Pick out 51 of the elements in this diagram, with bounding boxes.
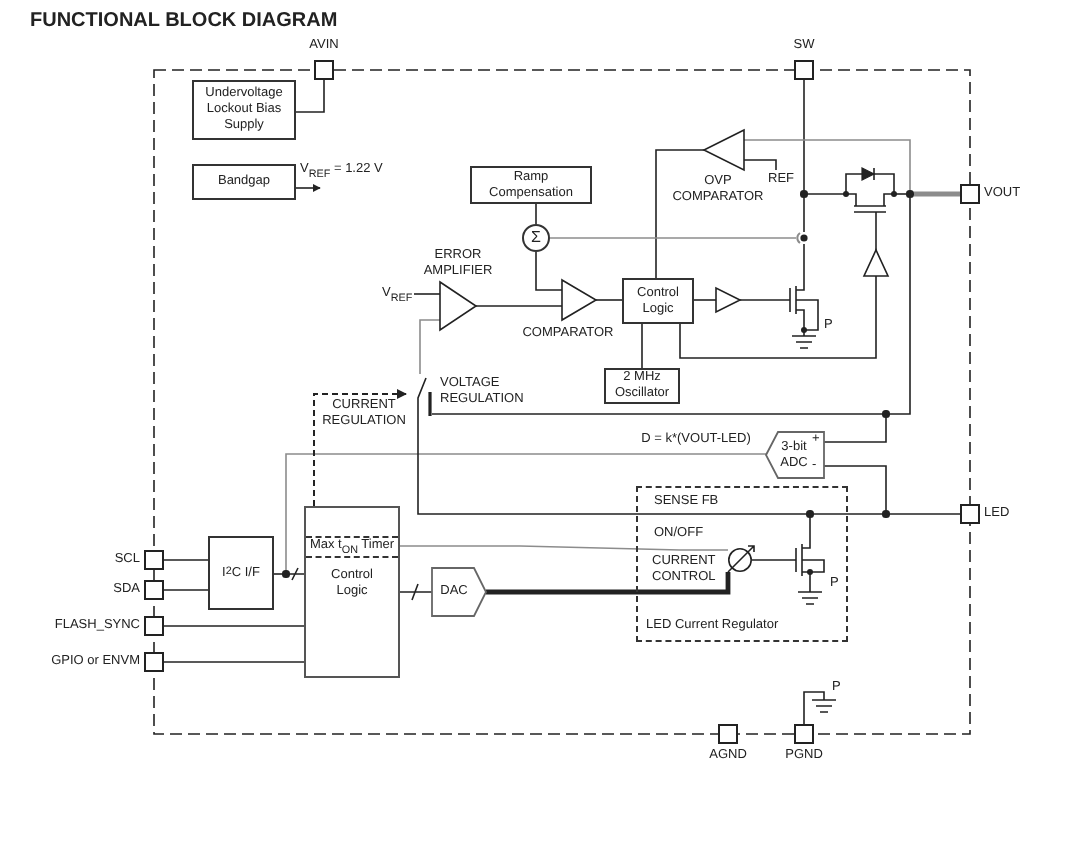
- connector: [399, 545, 729, 551]
- connector: [751, 559, 795, 561]
- connector: [823, 416, 887, 443]
- logic-block: [304, 506, 400, 678]
- connector: [739, 299, 789, 301]
- connector: [803, 196, 805, 233]
- connector: [803, 243, 805, 281]
- junction-dot: [882, 410, 890, 418]
- connector: [875, 215, 877, 251]
- connector: [399, 583, 433, 601]
- connector: [417, 417, 808, 515]
- connector: [535, 203, 537, 225]
- connector: [475, 305, 563, 307]
- connector: [806, 193, 847, 195]
- junction-dot: [282, 570, 290, 578]
- connector: [285, 453, 767, 572]
- connector: [163, 661, 305, 663]
- connector: [535, 251, 563, 291]
- connector: [419, 319, 441, 375]
- connector: [641, 323, 643, 369]
- connector: [163, 625, 305, 627]
- connector: [743, 139, 911, 192]
- junction-dot: [906, 190, 914, 198]
- junction-dot: [806, 510, 814, 518]
- connector: [913, 191, 960, 197]
- connector: [888, 196, 911, 415]
- connector: [655, 149, 705, 279]
- connector: [693, 299, 717, 301]
- connector: [803, 79, 805, 192]
- connector: [431, 413, 884, 415]
- connector: [679, 275, 877, 359]
- connector: [295, 79, 325, 113]
- diagram-title: FUNCTIONAL BLOCK DIAGRAM: [30, 10, 340, 34]
- connector: [486, 572, 731, 595]
- connector: [888, 513, 961, 515]
- summing-junction: Σ: [522, 224, 550, 252]
- connector: [893, 193, 908, 195]
- connector: [809, 516, 811, 545]
- connector: [823, 465, 887, 512]
- connector: [273, 573, 284, 575]
- connector: [313, 389, 407, 507]
- connector: [163, 559, 209, 561]
- connector: [288, 567, 305, 581]
- connector: [803, 691, 825, 725]
- connector: [812, 513, 884, 515]
- junction-dot: [882, 510, 890, 518]
- connector: [549, 237, 797, 239]
- regulator-boundary: [636, 486, 848, 642]
- junction-dot: [800, 190, 808, 198]
- connector: [595, 299, 623, 301]
- connector: [163, 589, 209, 591]
